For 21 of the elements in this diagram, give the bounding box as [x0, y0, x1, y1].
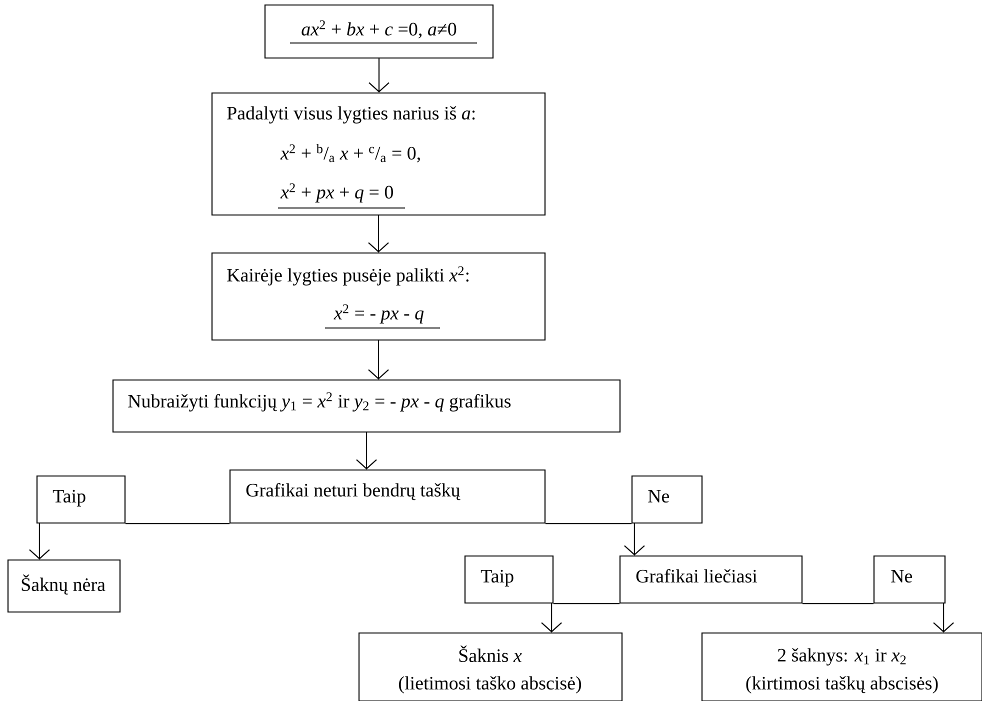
arrow — [29, 524, 50, 560]
process-box: Taip — [464, 555, 554, 604]
arrow — [368, 58, 390, 92]
arrow — [356, 432, 377, 470]
process-box: Padalyti visus lygties narius iš a: x$^{2}$ + $^{b}$/$_{a}$ x + $^{c}$/$_{a}$ = 0, x$^{2}$ + px + q = 0 — [211, 92, 546, 216]
process-box: Taip — [36, 475, 126, 524]
process-box: Nubraižyti funkcijų y$_{1}$ = x$^{2}$ ir y$_{2}$ = - px - q grafikus — [112, 379, 621, 433]
process-box: Šaknis x (lietimosi taško abscisė) — [358, 632, 623, 701]
process-box: Grafikai liečiasi — [619, 555, 803, 604]
arrow — [368, 340, 389, 380]
arrow — [541, 604, 562, 632]
process-box: Ne — [631, 475, 703, 524]
process-box: ax$^{2}$ + bx + c =0, a≠0 — [264, 4, 494, 59]
process-box: Ne — [873, 555, 946, 604]
process-box: 2 šaknys: x$_{1}$ ir x$_{2}$ (kirtimosi taškų abscisės) — [701, 632, 982, 701]
arrow — [624, 524, 645, 556]
process-box: Grafikai neturi bendrų taškų — [229, 469, 546, 524]
arrow — [368, 216, 389, 252]
process-box: Šaknų nėra — [7, 559, 121, 613]
process-box: Kairėje lygties pusėje palikti x$^{2}$: x$^{2}$ = - px - q — [211, 252, 546, 341]
arrow — [933, 604, 954, 632]
